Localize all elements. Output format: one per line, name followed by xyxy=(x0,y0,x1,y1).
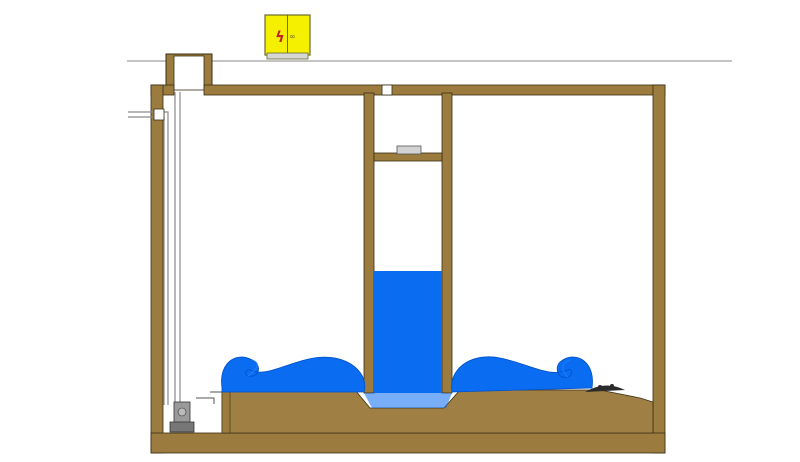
cabinet-lock-icon: ∞ xyxy=(289,32,296,41)
tank-shell xyxy=(150,84,666,454)
central-chamber xyxy=(363,84,453,394)
wave-left xyxy=(221,356,366,393)
submersible-pump xyxy=(169,391,222,433)
tank-floor xyxy=(221,389,654,434)
electrical-cabinet: ϟ ∞ xyxy=(264,14,311,60)
pipe-bracket xyxy=(153,108,165,121)
warning-lightning-icon: ϟ xyxy=(275,28,285,46)
access-chamber xyxy=(165,53,213,91)
wave-right xyxy=(451,356,593,393)
water-column xyxy=(374,271,442,393)
